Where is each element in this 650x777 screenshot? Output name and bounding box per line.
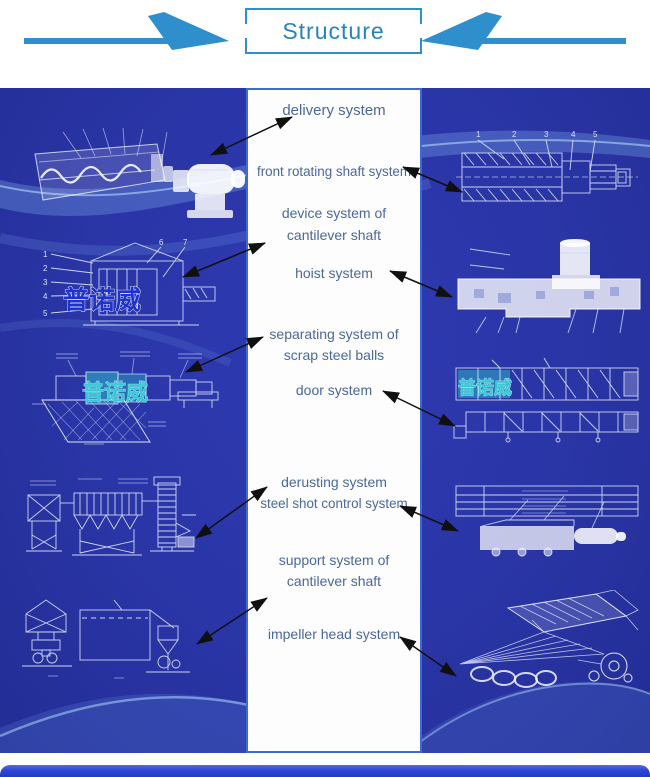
drawing-derusting-system <box>26 476 196 556</box>
system-label-support-line2: cantilever shaft <box>286 573 382 589</box>
drawing-front-rotating-shaft: 1 2 3 4 5 <box>456 130 638 202</box>
header: Structure <box>0 0 650 88</box>
page-title: Structure <box>282 17 385 44</box>
watermark-text: 普诺威 <box>82 380 148 405</box>
callout-number: 7 <box>183 238 188 247</box>
system-label-derusting: derusting system <box>281 474 387 490</box>
callout-number: 1 <box>476 130 481 139</box>
title-arrow-right-icon <box>24 12 229 50</box>
callout-number: 5 <box>593 130 598 139</box>
system-label-delivery: delivery system <box>282 102 386 119</box>
system-label-steel-shot: steel shot control system <box>260 496 408 511</box>
callout-number: 5 <box>43 309 48 318</box>
callout-number: 2 <box>43 264 48 273</box>
drawing-door-system: 普诺威 <box>453 357 639 443</box>
title-box-border-gap <box>243 24 248 38</box>
system-label-separating-line2: scrap steel balls <box>283 347 385 363</box>
diagram-panel: 1 2 3 4 5 1 2 3 4 5 <box>0 88 650 753</box>
system-label-door: door system <box>295 382 373 398</box>
drawing-impeller-head <box>459 590 639 688</box>
title-box: Structure <box>243 8 424 54</box>
title-box-border-gap <box>419 24 424 38</box>
system-label-front-rotating: front rotating shaft system <box>256 164 412 179</box>
system-label-hoist: hoist system <box>295 265 373 281</box>
callout-number: 6 <box>159 238 164 247</box>
watermark-text: 普诺威 <box>63 285 141 315</box>
system-label-support-line1: support system of <box>278 552 390 568</box>
systems-column: delivery system front rotating shaft sys… <box>246 88 422 753</box>
system-label-separating-line1: separating system of <box>269 326 399 342</box>
drawing-delivery-system <box>34 127 245 218</box>
callout-number: 3 <box>43 278 48 287</box>
callout-number: 3 <box>544 130 549 139</box>
system-label-device-line2: cantilever shaft <box>286 227 382 243</box>
callout-number: 4 <box>571 130 576 139</box>
drawing-hoist-system <box>457 239 641 333</box>
callout-number: 1 <box>43 250 48 259</box>
callout-number: 4 <box>43 292 48 301</box>
callout-number: 2 <box>512 130 517 139</box>
watermark-text: 普诺威 <box>458 377 512 398</box>
next-section-header-bar <box>0 765 650 777</box>
title-arrow-left-icon <box>421 12 626 50</box>
system-label-device-line1: device system of <box>281 205 387 221</box>
system-label-impeller: impeller head system <box>267 626 401 642</box>
drawing-support-system <box>22 599 190 679</box>
drawing-separating-system: 普诺威 <box>32 351 219 445</box>
drawing-steel-shot-control <box>455 485 639 557</box>
drawing-cantilever-device: 1 2 3 4 5 6 7 普诺威 <box>43 238 216 326</box>
